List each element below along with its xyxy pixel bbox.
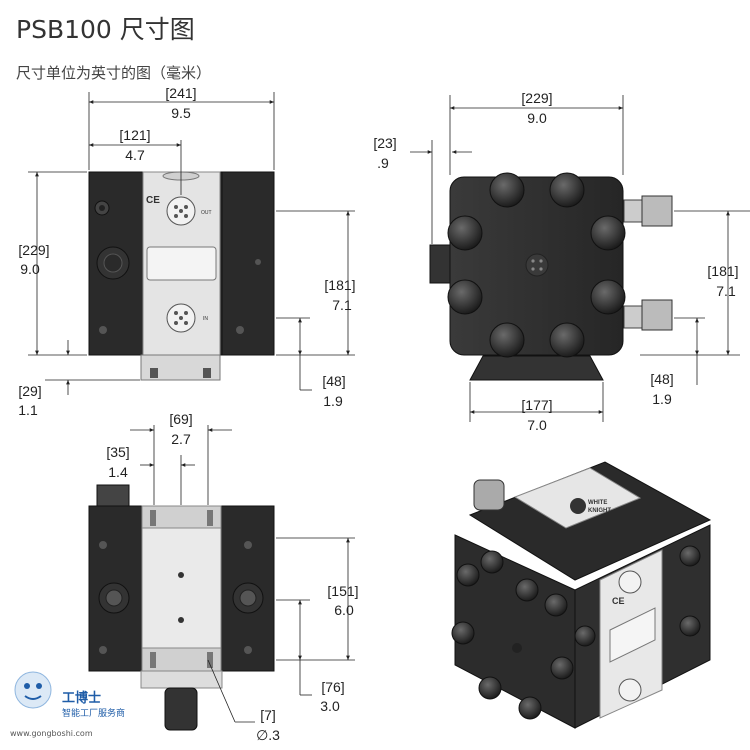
front-port-in-label: IN xyxy=(203,316,208,322)
front-port-spacing-in: 7.1 xyxy=(332,297,352,313)
watermark-url: www.gongboshi.com xyxy=(10,729,93,738)
side-offset-mm: [23] xyxy=(373,135,396,151)
front-lower-port-in: 1.9 xyxy=(323,393,343,409)
back-mount-height-in: 6.0 xyxy=(334,602,354,618)
page-title: PSB100 尺寸图 xyxy=(16,15,195,44)
front-base-in: 1.1 xyxy=(18,402,38,418)
watermark: 工博士 智能工厂服务商 www.gongboshi.com xyxy=(10,671,125,738)
side-width-mm: [229] xyxy=(521,90,552,106)
back-mount-height-mm: [151] xyxy=(327,583,358,599)
back-slot-offset-mm: [35] xyxy=(106,444,129,460)
watermark-name: 工博士 xyxy=(62,690,101,706)
side-lower-port-in: 1.9 xyxy=(652,391,672,407)
page-subtitle: 尺寸单位为英寸的图（毫米） xyxy=(16,64,212,82)
side-view: [229] 9.0 [23] .9 [181] 7.1 [48] 1.9 [17… xyxy=(373,90,750,433)
side-port-spacing-in: 7.1 xyxy=(716,283,736,299)
front-offset-mm: [121] xyxy=(119,127,150,143)
back-hole-dia-in: ∅.3 xyxy=(256,727,280,743)
back-slot-width-in: 2.7 xyxy=(171,431,191,447)
back-mount-base-mm: [76] xyxy=(321,679,344,695)
iso-ce-mark: CE xyxy=(612,596,625,606)
watermark-tagline: 智能工厂服务商 xyxy=(62,707,125,719)
front-width-mm: [241] xyxy=(165,85,196,101)
back-slot-width-mm: [69] xyxy=(169,411,192,427)
side-port-spacing-mm: [181] xyxy=(707,263,738,279)
front-offset-in: 4.7 xyxy=(125,147,145,163)
front-height-in: 9.0 xyxy=(20,261,40,277)
side-base-in: 7.0 xyxy=(527,417,547,433)
front-height-mm: [229] xyxy=(18,242,49,258)
front-lower-port-mm: [48] xyxy=(322,373,345,389)
front-base-mm: [29] xyxy=(18,383,41,399)
front-width-in: 9.5 xyxy=(171,105,191,121)
back-hole-dia-mm: [7] xyxy=(260,707,276,723)
front-ce-mark: CE xyxy=(146,195,160,206)
iso-brand-line1: WHITE xyxy=(588,500,607,506)
iso-brand-line2: KNIGHT xyxy=(588,508,611,514)
side-base-mm: [177] xyxy=(521,397,552,413)
side-offset-in: .9 xyxy=(377,155,389,171)
back-mount-base-in: 3.0 xyxy=(320,698,340,714)
side-lower-port-mm: [48] xyxy=(650,371,673,387)
back-view: [69] 2.7 [35] 1.4 [151] 6.0 [76] 3.0 [7]… xyxy=(88,411,359,743)
front-view: CE OUT IN [241] 9.5 xyxy=(18,85,355,418)
iso-view: WHITE KNIGHT CE xyxy=(451,461,712,729)
side-width-in: 9.0 xyxy=(527,110,547,126)
front-port-out-label: OUT xyxy=(201,210,212,216)
back-slot-offset-in: 1.4 xyxy=(108,464,128,480)
front-port-spacing-mm: [181] xyxy=(324,277,355,293)
